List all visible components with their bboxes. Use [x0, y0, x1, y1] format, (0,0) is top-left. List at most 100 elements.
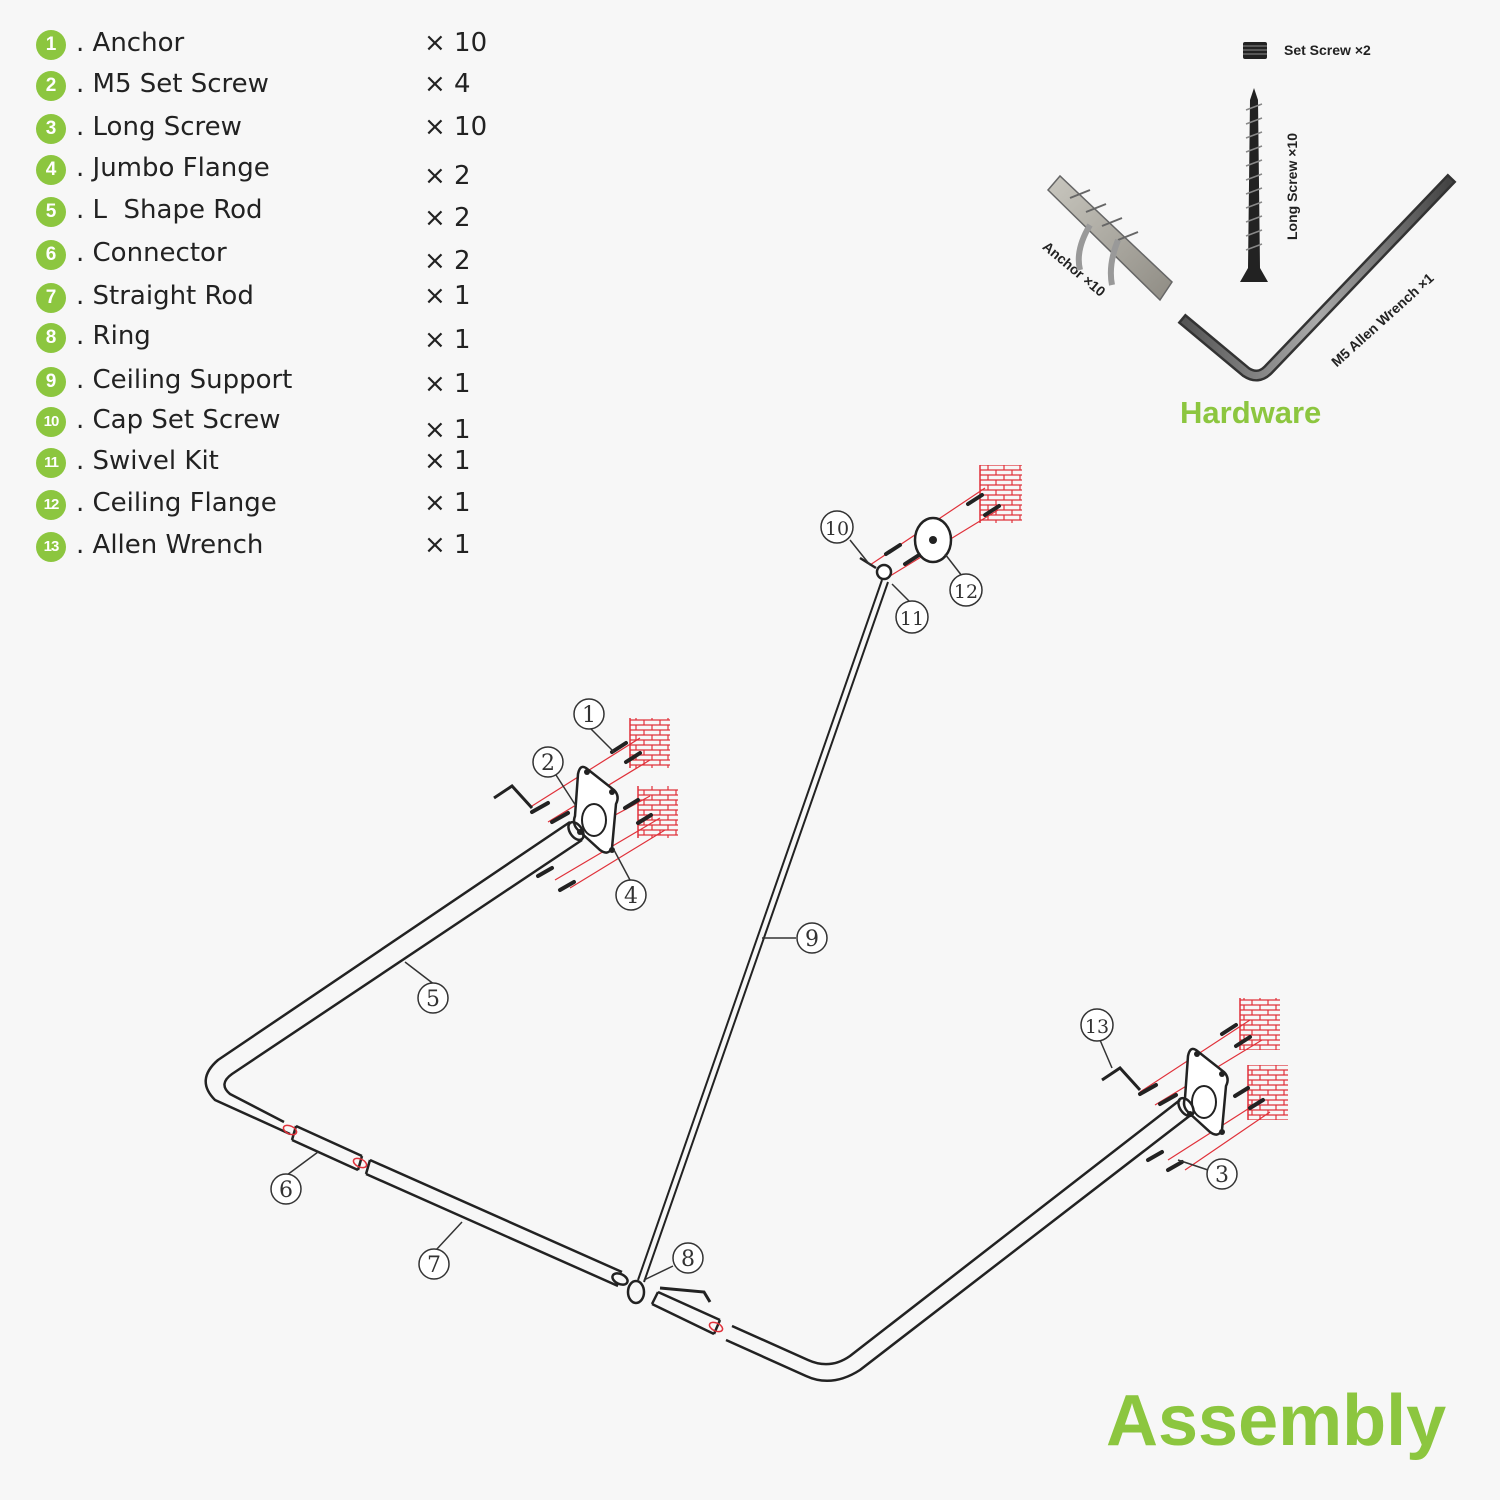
part-name: . Ring — [76, 321, 151, 351]
part-name: . Ceiling Support — [76, 365, 293, 395]
part-number-badge: 9 — [36, 367, 66, 397]
part-name: . Connector — [76, 238, 227, 268]
part-row-straight-rod: 7 . Straight Rod × 1 — [36, 279, 536, 319]
svg-text:2: 2 — [541, 751, 555, 776]
svg-text:7: 7 — [427, 1253, 441, 1278]
part-name: . Swivel Kit — [76, 446, 219, 476]
part-number-badge: 4 — [36, 155, 66, 185]
svg-text:1: 1 — [582, 703, 596, 728]
part-quantity: × 1 — [424, 488, 471, 518]
allen-wrench-icon — [1177, 173, 1457, 382]
svg-text:10: 10 — [825, 518, 849, 540]
set-screw-icon — [1243, 42, 1267, 59]
part-quantity: × 1 — [424, 325, 471, 355]
part-quantity: × 4 — [424, 69, 471, 99]
svg-text:5: 5 — [426, 987, 440, 1012]
svg-text:11: 11 — [900, 608, 924, 630]
part-quantity: × 2 — [424, 203, 471, 233]
part-name: . L Shape Rod — [76, 195, 263, 225]
part-number-badge: 7 — [36, 283, 66, 313]
part-number-badge: 12 — [36, 490, 66, 520]
callout-11: 11 — [895, 600, 929, 634]
part-name: . Jumbo Flange — [76, 153, 270, 183]
part-name: . Cap Set Screw — [76, 405, 281, 435]
part-row-cap-set-screw: 10 . Cap Set Screw × 1 — [36, 403, 536, 445]
anchor-icon — [1046, 174, 1173, 302]
rod-outlines — [204, 820, 1195, 1383]
svg-text:12: 12 — [954, 581, 978, 603]
screws-ceiling — [884, 493, 1001, 566]
jumbo-flange-right — [1182, 1047, 1229, 1136]
part-row-anchor: 1 . Anchor × 10 — [36, 26, 536, 66]
part-number-badge: 13 — [36, 532, 66, 562]
part-name: . M5 Set Screw — [76, 69, 269, 99]
part-number-badge: 1 — [36, 30, 66, 60]
part-number-badge: 5 — [36, 197, 66, 227]
part-row-allen-wrench: 13 . Allen Wrench × 1 — [36, 528, 536, 568]
allen-wrench-left-icon — [493, 784, 534, 810]
part-quantity: × 1 — [424, 281, 471, 311]
svg-text:9: 9 — [805, 927, 819, 952]
part-name: . Straight Rod — [76, 281, 254, 311]
long-screw-icon — [1240, 88, 1268, 282]
part-name: . Long Screw — [76, 112, 242, 142]
part-row-jumbo-flange: 4 . Jumbo Flange × 2 — [36, 151, 536, 191]
assembly-title: Assembly — [1106, 1381, 1447, 1461]
svg-text:6: 6 — [279, 1178, 293, 1203]
hardware-title: Hardware — [1180, 395, 1322, 430]
part-quantity: × 2 — [424, 161, 471, 191]
part-quantity: × 10 — [424, 28, 488, 58]
part-row-ring: 8 . Ring × 1 — [36, 319, 536, 359]
part-number-badge: 2 — [36, 71, 66, 101]
svg-text:8: 8 — [681, 1247, 695, 1272]
part-row-connector: 6 . Connector × 2 — [36, 236, 536, 276]
callout-circles: 1 2 3 4 5 6 7 8 9 10 11 12 13 — [270, 510, 1238, 1280]
callout-13: 13 — [1080, 1008, 1114, 1042]
allen-wrench-right-icon — [1101, 1066, 1142, 1092]
connector-joints — [282, 1124, 724, 1333]
cap-set-screw-wrench-icon — [659, 1286, 712, 1303]
callout-leaders — [286, 539, 1209, 1281]
callout-4: 4 — [615, 879, 647, 911]
part-quantity: × 1 — [424, 446, 471, 476]
part-quantity: × 2 — [424, 246, 471, 276]
part-number-badge: 11 — [36, 448, 66, 478]
callout-9: 9 — [796, 922, 828, 954]
svg-text:4: 4 — [624, 884, 638, 909]
part-row-l-shape-rod: 5 . L Shape Rod × 2 — [36, 193, 536, 233]
part-row-ceiling-support: 9 . Ceiling Support × 1 — [36, 363, 536, 403]
callout-10: 10 — [820, 510, 854, 544]
part-name: . Allen Wrench — [76, 530, 264, 560]
part-quantity: × 1 — [424, 415, 471, 445]
part-number-badge: 3 — [36, 114, 66, 144]
ceiling-support-rod — [637, 579, 889, 1283]
screws-right — [1138, 1023, 1265, 1172]
wall-brick-right-top — [1239, 998, 1280, 1050]
part-row-swivel-kit: 11 . Swivel Kit × 1 — [36, 444, 536, 484]
screws-left — [530, 741, 653, 892]
part-quantity: × 1 — [424, 369, 471, 399]
jumbo-flange-left — [572, 765, 619, 854]
wall-brick-right-bottom — [1247, 1065, 1288, 1120]
callout-6: 6 — [270, 1173, 302, 1205]
callout-3: 3 — [1206, 1158, 1238, 1190]
part-number-badge: 8 — [36, 323, 66, 353]
callout-7: 7 — [418, 1248, 450, 1280]
ceiling-flange — [913, 516, 953, 564]
callout-8: 8 — [672, 1242, 704, 1274]
svg-text:3: 3 — [1215, 1163, 1229, 1188]
part-row-long-screw: 3 . Long Screw × 10 — [36, 110, 536, 150]
wall-brick-left-bottom — [637, 786, 678, 838]
part-number-badge: 6 — [36, 240, 66, 270]
callout-1: 1 — [573, 698, 605, 730]
part-row-m5-set-screw: 2 . M5 Set Screw × 4 — [36, 67, 536, 107]
part-quantity: × 10 — [424, 112, 488, 142]
callout-5: 5 — [417, 982, 449, 1014]
part-quantity: × 1 — [424, 530, 471, 560]
callout-12: 12 — [949, 573, 983, 607]
part-name: . Anchor — [76, 28, 185, 58]
part-row-ceiling-flange: 12 . Ceiling Flange × 1 — [36, 486, 536, 526]
set-screw-label: Set Screw ×2 — [1284, 42, 1371, 58]
part-number-badge: 10 — [36, 407, 66, 437]
